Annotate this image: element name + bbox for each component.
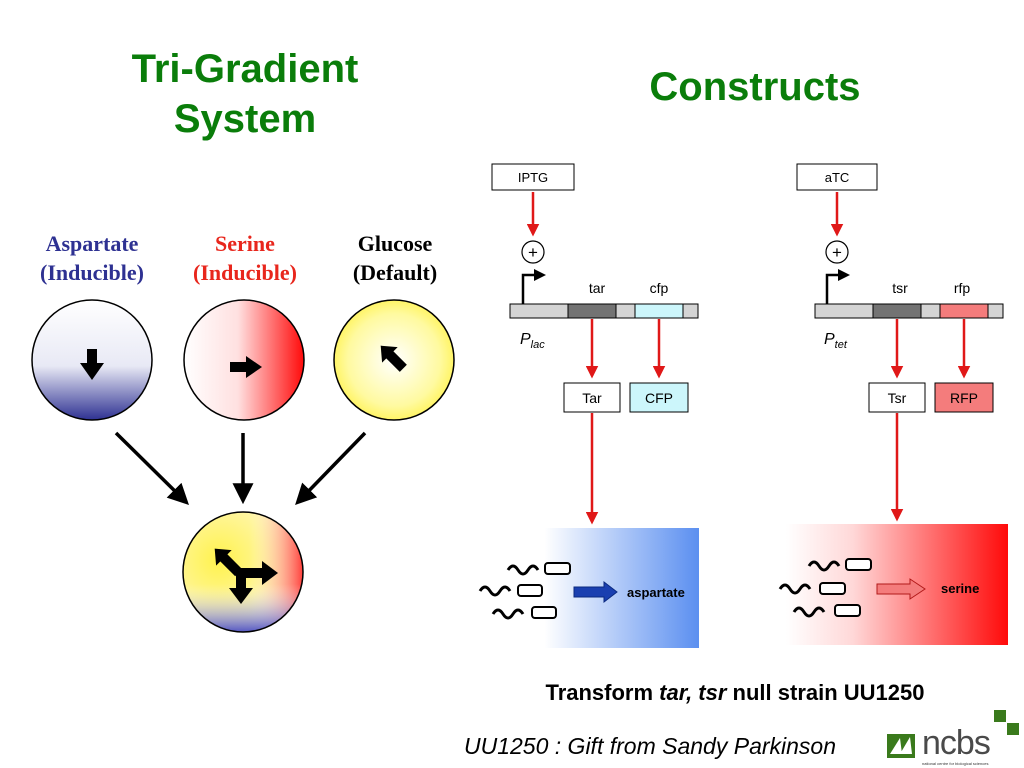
cfp-protein-box [629,382,689,413]
left-title: Tri-Gradient System [100,44,390,144]
promoter-tet: Ptet [824,331,848,351]
ncbs-logo: ncbs national centre for biological scie… [886,710,1021,766]
tar-protein-label: Tar [582,390,602,406]
credit-line: UU1250 : Gift from Sandy Parkinson [464,733,836,759]
iptg-label: IPTG [518,170,548,185]
aspartate-direction-arrow [573,580,618,604]
tet-promoter-arrow [825,273,839,304]
left-title-line1: Tri-Gradient [131,47,359,91]
lac-plus-circle [521,240,545,264]
left-title-line2: System [173,97,317,141]
lac-promoter-arrow [521,273,535,304]
tet-plus-circle [825,240,849,264]
tsr-gene-block [872,303,922,319]
tar-protein-box [563,382,621,413]
iptg-box [491,163,575,191]
tsr-protein-label: Tsr [888,390,907,406]
bacteria-group-tet [778,558,872,618]
construct-lac: IPTG + tar cfp Plac Tar CFP aspartate [478,163,699,648]
serine-direction-arrow [876,578,926,600]
glucose-circle [333,299,455,421]
tar-gene-block [567,303,617,319]
cfp-protein-label: CFP [645,390,673,406]
aspartate-circle [31,299,153,421]
down-arrow-icon [80,349,104,380]
arrow-aspartate-to-mix [114,431,189,505]
right-title: Constructs [649,65,861,109]
combined-circle [182,511,304,633]
ncbs-logo-subtitle: national centre for biological sciences [922,761,989,766]
lac-plus: + [528,243,538,262]
ncbs-leaf-icon [887,710,1019,758]
glucose-type: (Default) [352,260,438,285]
ncbs-logo-text: ncbs [922,724,991,762]
combined-arrows-icon [214,548,278,604]
aspartate-label: Aspartate (Inducible) [22,229,162,287]
aspartate-type: (Inducible) [40,260,144,285]
right-arrow-icon [230,356,262,378]
transform-caption: Transform tar, tsr null strain UU1250 [500,680,970,706]
gene-tar-label: tar [589,280,606,296]
serine-gradient-label: serine [941,581,979,596]
glucose-label: Glucose (Default) [325,229,465,287]
tsr-protein-box [868,382,926,413]
atc-label: aTC [825,170,850,185]
bacteria-group-lac [478,562,571,620]
promoter-lac: Plac [520,331,545,351]
serine-type: (Inducible) [193,260,297,285]
up-left-arrow-icon [380,345,407,372]
caption-pre: Transform [545,680,660,705]
serine-circle [183,299,305,421]
gene-cfp-label: cfp [650,280,669,296]
arrow-glucose-to-mix [295,431,367,506]
tet-plus: + [832,243,842,262]
rfp-gene-block [939,303,989,319]
gene-tsr-label: tsr [892,280,908,296]
caption-post: null strain UU1250 [726,680,925,705]
construct-tet: aTC + tsr rfp Ptet Tsr RFP serine [778,163,1008,645]
serine-name: Serine [215,231,275,256]
caption-genes: tar, tsr [659,680,727,705]
serine-label: Serine (Inducible) [175,229,315,287]
glucose-name: Glucose [357,231,433,256]
cfp-gene-block [634,303,684,319]
aspartate-gradient-label: aspartate [627,585,685,600]
rfp-protein-label: RFP [950,390,978,406]
rfp-protein-box [934,382,994,413]
aspartate-name: Aspartate [45,231,139,256]
atc-box [796,163,878,191]
gene-rfp-label: rfp [954,280,971,296]
